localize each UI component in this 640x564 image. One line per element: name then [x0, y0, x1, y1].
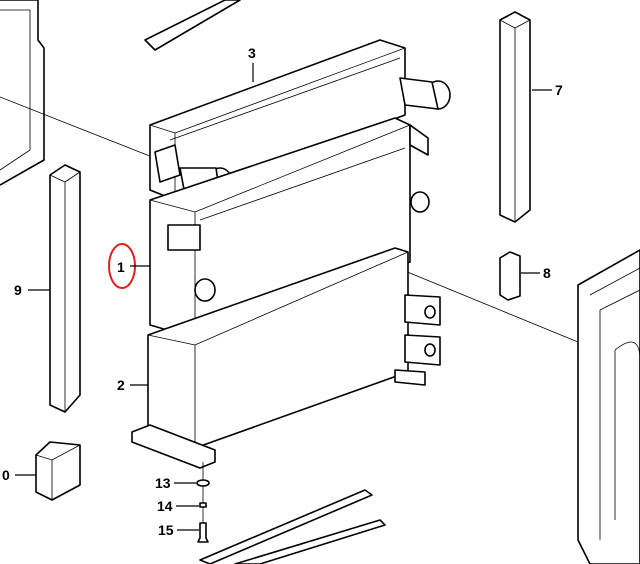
- callout-10[interactable]: 0: [2, 467, 36, 483]
- callout-1[interactable]: 1: [108, 243, 150, 289]
- label-15: 15: [158, 522, 174, 538]
- callout-3[interactable]: 3: [248, 45, 256, 82]
- label-13: 13: [155, 475, 171, 491]
- part-14-washer: [199, 502, 207, 508]
- callout-7[interactable]: 7: [532, 82, 563, 98]
- label-2: 2: [117, 377, 125, 393]
- label-10: 0: [2, 467, 10, 483]
- bottom-bar-2: [234, 519, 386, 564]
- part-9-bar: [49, 164, 81, 413]
- part-10-block: [35, 441, 81, 501]
- fan-shroud: [577, 249, 640, 564]
- frame-left: [0, 0, 45, 186]
- part-7-bar: [499, 11, 531, 223]
- callout-14[interactable]: 14: [157, 498, 199, 514]
- label-1: 1: [117, 259, 125, 275]
- callout-13[interactable]: 13: [155, 475, 196, 491]
- callout-8[interactable]: 8: [521, 265, 551, 281]
- part-8-block: [499, 251, 521, 301]
- top-bar: [144, 0, 241, 51]
- label-9: 9: [14, 282, 22, 298]
- label-14: 14: [157, 498, 173, 514]
- label-8: 8: [543, 265, 551, 281]
- callout-2[interactable]: 2: [117, 377, 148, 393]
- callout-9[interactable]: 9: [14, 282, 50, 298]
- bottom-bar-1: [199, 489, 373, 564]
- part-15-bolt: [197, 522, 209, 543]
- part-13-washer: [196, 479, 210, 487]
- part-2-cooler: [131, 247, 441, 469]
- label-3: 3: [248, 45, 256, 61]
- label-7: 7: [555, 82, 563, 98]
- callout-15[interactable]: 15: [158, 522, 199, 538]
